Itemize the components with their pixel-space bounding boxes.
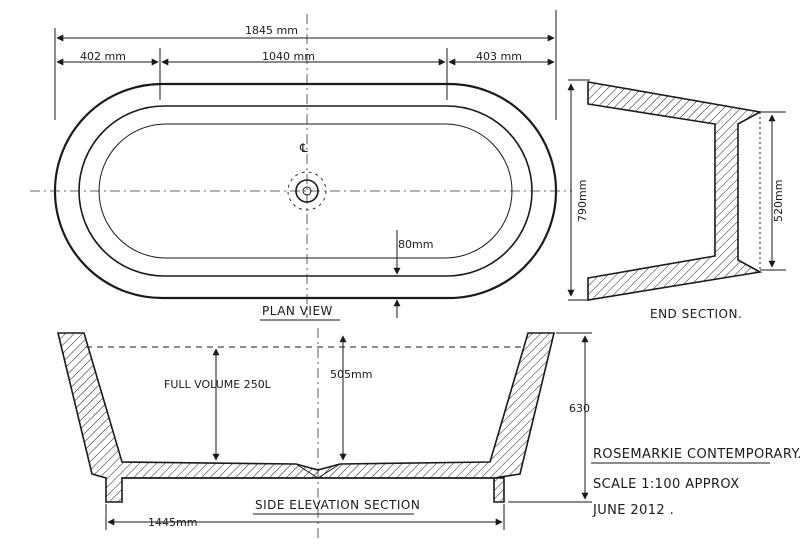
inner-height-label: 520mm [772,180,785,222]
scale-note: SCALE 1:100 APPROX [593,477,740,492]
overall-width-label: 1845 mm [245,24,298,37]
end-section: 520mm END SECTION. [587,81,786,321]
left-end-label: 402 mm [80,50,126,63]
side-elevation: FULL VOLUME 250L 505mm 630 1445mm SIDE E… [56,328,592,540]
plan-view: 1845 mm 402 mm 1040 mm 403 mm ℄ 80mm 790… [30,10,590,321]
side-elevation-label: SIDE ELEVATION SECTION [255,498,420,512]
drain-channel-right [317,463,341,479]
full-volume-label: FULL VOLUME 250L [164,378,272,391]
side-section-profile [56,332,556,503]
rim-width-label: 80mm [398,238,433,251]
middle-label: 1040 mm [262,50,315,63]
drain-icon [295,179,319,203]
height-label: 630 [569,402,590,415]
date-note: JUNE 2012 . [592,503,674,518]
right-end-label: 403 mm [476,50,522,63]
base-length-label: 1445mm [148,516,197,529]
depth-label: 505mm [330,368,372,381]
drain-center [302,186,312,196]
end-section-profile [587,81,763,301]
width-label: 790mm [576,180,589,222]
drain-outer-ring [287,171,327,211]
centreline-symbol: ℄ [299,141,308,155]
drain-channel-left [295,463,319,479]
project-name: ROSEMARKIE CONTEMPORARY. [593,447,800,462]
end-section-label: END SECTION. [650,307,742,321]
plan-view-label: PLAN VIEW [262,304,333,318]
title-block: ROSEMARKIE CONTEMPORARY. SCALE 1:100 APP… [591,447,800,518]
